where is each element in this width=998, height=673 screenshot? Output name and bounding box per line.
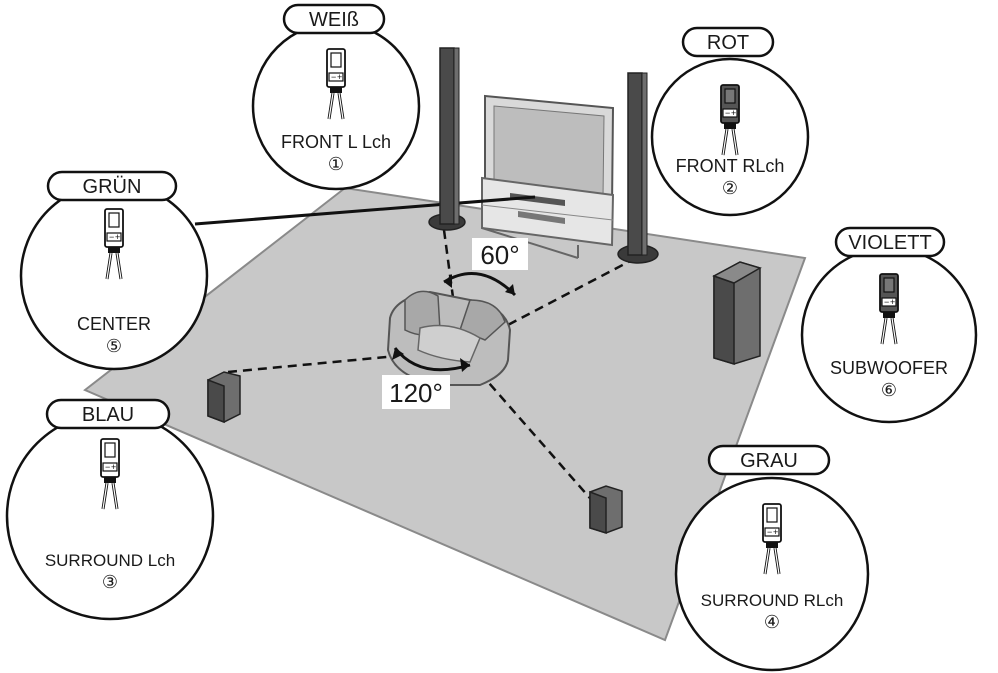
svg-text:+: + <box>731 108 736 118</box>
callout-surround-right: −+ GRAU SURROUND RLch ④ <box>674 444 870 672</box>
color-label: VIOLETT <box>848 232 931 254</box>
surround-left-speaker <box>207 371 241 424</box>
callout-circle <box>650 57 810 217</box>
color-label-pill <box>707 444 831 476</box>
angle-arcs <box>392 272 517 372</box>
channel-number: ① <box>328 154 344 174</box>
front-right-speaker <box>617 72 659 264</box>
channel-number: ② <box>722 178 738 198</box>
surround-right-speaker <box>589 485 623 535</box>
svg-text:−: − <box>331 72 336 82</box>
speaker-plug-icon: −+ <box>879 273 899 345</box>
speaker-plug-icon: −+ <box>100 438 120 510</box>
front-angle-box <box>472 238 528 270</box>
subwoofer-box <box>712 261 762 366</box>
svg-text:−: − <box>884 297 889 307</box>
svg-text:−: − <box>105 462 110 472</box>
channel-label: SURROUND Lch <box>45 551 175 570</box>
channel-label: SUBWOOFER <box>830 358 948 378</box>
channel-number: ⑥ <box>881 380 897 400</box>
callout-circle <box>674 476 870 672</box>
channel-number: ③ <box>102 572 118 592</box>
speaker-plug-icon: −+ <box>720 84 740 156</box>
channel-number: ④ <box>764 612 780 632</box>
color-label: ROT <box>707 32 749 54</box>
color-label: GRAU <box>740 450 798 472</box>
svg-text:−: − <box>767 527 772 537</box>
speaker-plug-icon: −+ <box>326 48 346 120</box>
front-left-speaker <box>428 47 466 231</box>
svg-text:+: + <box>111 462 116 472</box>
color-label: BLAU <box>82 404 134 426</box>
svg-text:−: − <box>109 232 114 242</box>
front-angle-label: 60° <box>480 240 519 270</box>
channel-label: FRONT RLch <box>676 156 785 176</box>
channel-label: FRONT L Lch <box>281 132 391 152</box>
color-label-pill <box>282 3 386 35</box>
room-floor <box>83 186 807 642</box>
tv-on-stand <box>481 94 615 259</box>
color-label-pill <box>681 26 775 58</box>
svg-text:−: − <box>725 108 730 118</box>
channel-number: ⑤ <box>106 336 122 356</box>
color-label: WEIß <box>309 9 359 31</box>
svg-text:+: + <box>773 527 778 537</box>
surround-angle-box <box>382 375 450 409</box>
color-label-pill <box>46 170 178 202</box>
surround-angle-label: 120° <box>389 378 443 408</box>
color-label-pill <box>45 398 171 430</box>
svg-text:+: + <box>337 72 342 82</box>
color-label: GRÜN <box>83 176 142 198</box>
channel-label: SURROUND RLch <box>701 591 844 610</box>
speaker-plug-icon: −+ <box>762 503 782 575</box>
speaker-plug-icon: −+ <box>104 208 124 280</box>
channel-label: CENTER <box>77 314 151 334</box>
armchair <box>386 290 512 386</box>
color-label-pill <box>834 226 946 258</box>
callout-surround-left: −+ BLAU SURROUND Lch ③ <box>5 398 215 621</box>
svg-text:+: + <box>890 297 895 307</box>
svg-text:+: + <box>115 232 120 242</box>
center-connection-line <box>194 195 536 226</box>
